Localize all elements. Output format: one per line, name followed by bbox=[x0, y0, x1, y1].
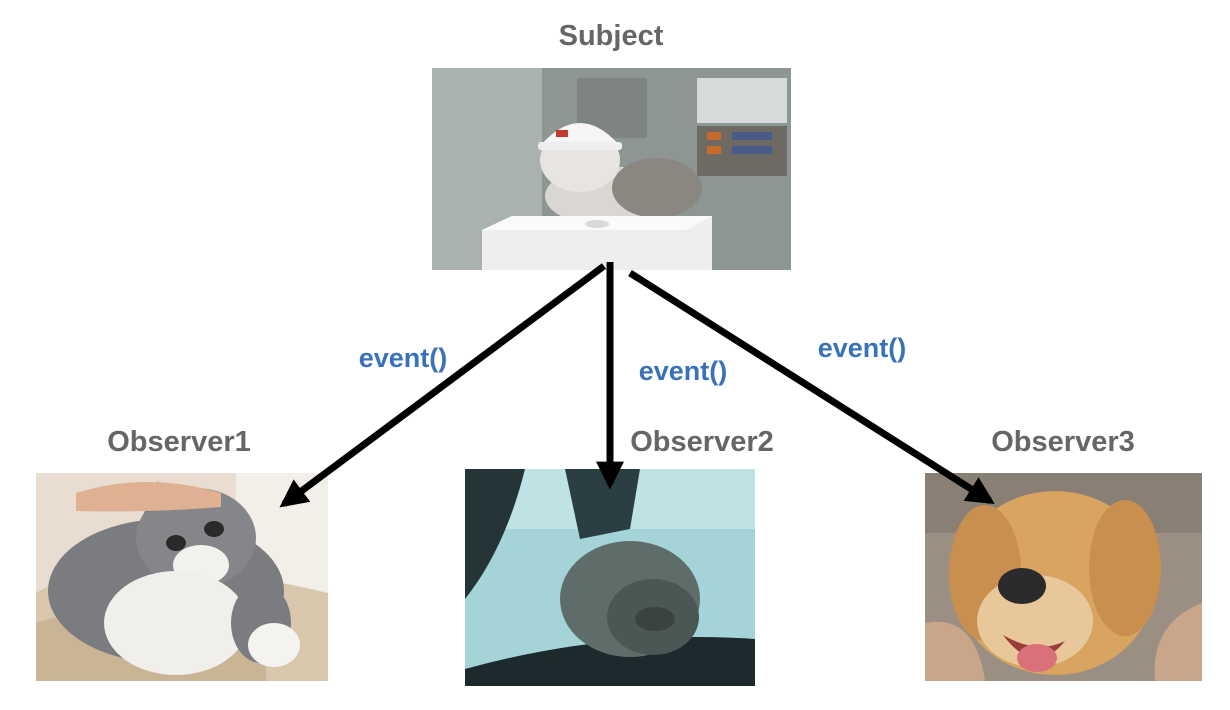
edge-label-observer3: event() bbox=[817, 333, 907, 363]
observer1-photo bbox=[36, 473, 328, 681]
observer2-photo bbox=[465, 469, 755, 686]
edge-label-observer1: event() bbox=[358, 343, 448, 373]
observer2-title: Observer2 bbox=[630, 426, 774, 458]
subject-photo bbox=[432, 68, 791, 270]
edge-label-observer2: event() bbox=[638, 356, 728, 386]
subject-title: Subject bbox=[558, 20, 664, 52]
arrow-to-observer1 bbox=[279, 263, 607, 508]
observer3-photo bbox=[925, 473, 1202, 681]
observer1-title: Observer1 bbox=[107, 426, 251, 458]
arrow-to-observer3 bbox=[628, 270, 995, 504]
observer3-title: Observer3 bbox=[991, 426, 1135, 458]
